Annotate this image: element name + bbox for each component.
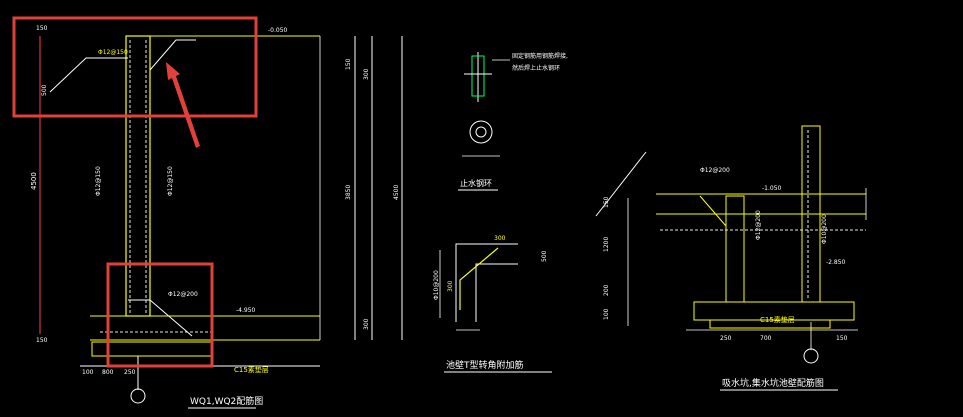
title-wall-section: WQ1,WQ2配筋图 [190,395,263,407]
right-dim-4: 300 [363,318,370,330]
pit-elev-2: -2.850 [826,259,846,266]
bar-label-mid-left: Φ12@150 [95,166,102,196]
water-stop-note-2: 然后焊上止水钢环 [512,64,560,72]
axis-bubble [130,388,146,404]
highlight-box-top [12,16,258,118]
water-stop-note-1: 固定钢筋用钢筋焊接, [512,52,568,60]
bottom-hook-bar [128,299,193,337]
pit-hook-bar [595,151,647,217]
corner-bar-label: Φ10@200 [433,270,440,300]
right-dim-1: 150 [345,58,352,70]
dim-label-vertical: 4500 [30,172,38,190]
pit-elev: -1.050 [762,185,782,192]
corner-dim-1: 300 [494,235,506,242]
top-hook-bar-right [149,39,196,71]
corner-inner [475,263,518,322]
title-corner-bars: 池壁T型转角附加筋 [446,359,524,371]
pit-dim-3: 200 [603,284,610,296]
concrete-cushion [91,341,213,357]
cushion-label: C15素垫层 [234,365,269,374]
pit-bottom-dim-3: 150 [836,335,848,342]
pit-wall-left [725,195,745,303]
right-dim-total: 4500 [393,185,400,200]
corner-bars-drawing: 300 300 500 Φ10@200 池壁T型转角附加筋 [433,235,552,373]
elev-label-bottom: -4.950 [236,307,256,314]
corner-additional-bar [459,247,499,310]
pit-bar-label-2: Φ12@200 [755,210,762,240]
pit-bottom-dim-2: 700 [760,335,772,342]
bottom-dim-2: 800 [102,369,114,376]
pit-section-drawing: Φ12@200 -1.050 -2.850 Φ12@200 Φ10@200 15… [595,125,867,391]
right-dim-3: 3850 [345,185,352,200]
ring-plate [471,55,485,97]
pit-dim-1: 150 [603,196,610,208]
bar-label-lower: Φ12@200 [168,291,198,298]
pit-cushion [709,319,831,329]
wall-section-drawing: 150 500 4500 150 -0.050 -4.950 Φ12@150 Φ… [12,16,403,409]
dim-label-top-left: 150 [36,25,48,32]
title-pit-section: 吸水坑,集水坑池壁配筋图 [722,377,824,389]
pit-bar-label-1: Φ12@200 [700,167,730,174]
pit-axis-bubble [803,348,819,364]
pit-haunch-left [699,195,727,227]
ring-plan-outer [469,120,493,144]
pit-cushion-label: C15素垫层 [760,315,795,324]
pit-dim-4: 100 [603,308,610,320]
water-stop-ring-drawing: 固定钢筋用钢筋焊接, 然后焊上止水钢环 止水钢环 [458,52,568,191]
dim-label-side: 500 [41,84,48,96]
pit-bar-label-3: Φ10@200 [821,214,828,244]
corner-dim-2: 300 [447,280,454,292]
top-hook-bar-left [49,57,128,93]
elev-label-top: -0.050 [268,27,288,34]
pit-dim-2: 1200 [603,237,610,252]
pit-bottom-dim-1: 250 [720,335,732,342]
corner-outline [455,243,518,322]
dim-label-bottom-left: 150 [36,337,48,344]
title-water-stop-ring: 止水钢环 [460,178,492,188]
bottom-dim-3: 250 [124,369,136,376]
ring-plan-inner [475,126,487,138]
right-dim-2: 300 [363,68,370,80]
highlight-arrow [166,62,200,148]
highlight-box-bottom [106,262,214,368]
corner-dim-3: 500 [541,250,548,262]
bar-label-mid-right: Φ12@150 [167,166,174,196]
bottom-dim-1: 100 [82,369,94,376]
bar-label-top: Φ12@150 [98,49,128,56]
